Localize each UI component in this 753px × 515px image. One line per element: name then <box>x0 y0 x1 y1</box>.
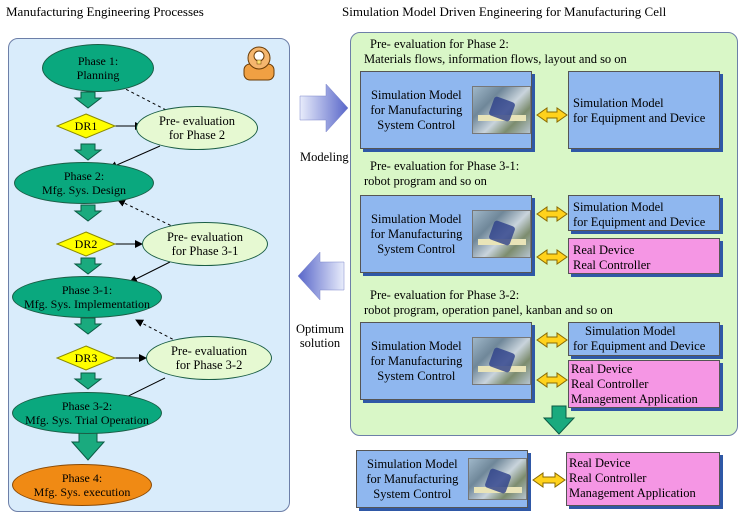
note-phase-3-2-line1: Pre- evaluation for Phase 3-2: <box>370 288 520 302</box>
sim-control-box-3: Simulation Model for Manufacturing Syste… <box>360 322 532 400</box>
note-phase-3-2: Pre- evaluation for Phase 3-2: robot pro… <box>364 288 613 318</box>
phase-3-2-node: Phase 3-2: Mfg. Sys. Trial Operation <box>12 392 162 434</box>
phase-2-label: Phase 2: <box>63 169 105 183</box>
note-phase-3-1-line1: Pre- evaluation for Phase 3-1: <box>370 159 520 173</box>
engineer-icon <box>243 46 275 81</box>
pre-eval-phase-3-2-line1: Pre- evaluation <box>170 344 247 358</box>
sim-equipment-box-3: Simulation Model for Equipment and Devic… <box>568 322 720 356</box>
sim-control-4-line1: Simulation Model <box>367 456 458 471</box>
phase-2-node: Phase 2: Mfg. Sys. Design <box>14 162 154 204</box>
real-device-4: Real Device <box>569 456 631 470</box>
dr3-label: DR3 <box>74 350 98 365</box>
phase-4-node: Phase 4: Mfg. Sys. execution <box>12 464 152 506</box>
factory-thumbnail <box>471 337 531 385</box>
note-phase-2-line1: Pre- evaluation for Phase 2: <box>370 37 509 51</box>
phase-4-name: Mfg. Sys. execution <box>33 485 131 499</box>
sim-equipment-2-line2: for Equipment and Device <box>573 215 706 229</box>
pre-eval-phase-3-2: Pre- evaluation for Phase 3-2 <box>146 336 272 380</box>
sim-control-2-line1: Simulation Model <box>371 211 462 226</box>
management-app-4: Management Application <box>569 486 696 500</box>
real-device-box-3: Real Device Real Controller Management A… <box>568 360 720 408</box>
phase-4-label: Phase 4: <box>61 471 103 485</box>
real-controller-3: Real Controller <box>571 377 649 391</box>
optimum-solution-label: Optimum solution <box>296 322 344 350</box>
optimum-line1: Optimum <box>296 322 344 336</box>
dr2-diamond: DR2 <box>56 231 116 257</box>
sim-control-text-1: Simulation Model for Manufacturing Syste… <box>361 88 472 133</box>
sim-control-3-line2: for Manufacturing <box>370 353 463 368</box>
sim-control-1-line2: for Manufacturing <box>370 102 463 117</box>
sim-control-4-line2: for Manufacturing <box>366 471 459 486</box>
sim-control-1-line3: System Control <box>377 117 456 132</box>
pre-eval-phase-2-line2: for Phase 2 <box>168 128 226 142</box>
sim-equipment-1-line1: Simulation Model <box>573 96 664 110</box>
pre-eval-phase-2: Pre- evaluation for Phase 2 <box>136 106 258 150</box>
real-device-2: Real Device <box>573 243 635 257</box>
modeling-label: Modeling <box>300 150 349 164</box>
note-phase-2: Pre- evaluation for Phase 2: Materials f… <box>364 37 627 67</box>
phase-3-1-label: Phase 3-1: <box>61 283 113 297</box>
factory-thumbnail <box>471 210 531 258</box>
sim-control-box-2: Simulation Model for Manufacturing Syste… <box>360 195 532 273</box>
left-title: Manufacturing Engineering Processes <box>6 4 204 19</box>
sim-control-2-line3: System Control <box>377 241 456 256</box>
sim-control-1-line1: Simulation Model <box>371 87 462 102</box>
sim-control-text-3: Simulation Model for Manufacturing Syste… <box>361 339 472 384</box>
sim-equipment-3-line1: Simulation Model <box>585 324 676 338</box>
real-device-3: Real Device <box>571 362 633 376</box>
pre-eval-phase-3-2-line2: for Phase 3-2 <box>175 358 243 372</box>
pre-eval-phase-3-1: Pre- evaluation for Phase 3-1 <box>142 222 268 266</box>
pre-eval-phase-3-1-line1: Pre- evaluation <box>166 230 243 244</box>
sim-control-3-line1: Simulation Model <box>371 338 462 353</box>
dr3-diamond: DR3 <box>56 345 116 371</box>
pre-eval-phase-2-line1: Pre- evaluation <box>158 114 235 128</box>
phase-2-name: Mfg. Sys. Design <box>41 183 126 197</box>
real-device-box-2: Real Device Real Controller <box>568 238 720 274</box>
sim-control-3-line3: System Control <box>377 368 456 383</box>
phase-1-label: Phase 1: <box>77 54 119 68</box>
sim-equipment-box-1: Simulation Model for Equipment and Devic… <box>568 71 720 149</box>
management-app-3: Management Application <box>571 392 698 406</box>
sim-control-4-line3: System Control <box>373 486 452 501</box>
note-phase-3-2-line2: robot program, operation panel, kanban a… <box>364 303 613 317</box>
factory-thumbnail <box>471 86 531 134</box>
note-phase-2-line2: Materials flows, information flows, layo… <box>364 52 627 66</box>
right-title: Simulation Model Driven Engineering for … <box>342 4 667 19</box>
note-phase-3-1: Pre- evaluation for Phase 3-1: robot pro… <box>364 159 519 189</box>
optimum-line2: solution <box>299 336 341 350</box>
sim-control-2-line2: for Manufacturing <box>370 226 463 241</box>
phase-3-1-name: Mfg. Sys. Implementation <box>24 297 150 311</box>
phase-1-name: Planning <box>76 68 120 82</box>
phase-3-2-name: Mfg. Sys. Trial Operation <box>25 413 149 427</box>
dr1-label: DR1 <box>74 118 98 133</box>
dr1-diamond: DR1 <box>56 113 116 139</box>
real-controller-2: Real Controller <box>573 258 651 272</box>
phase-1-node: Phase 1: Planning <box>42 44 154 92</box>
sim-control-box-4: Simulation Model for Manufacturing Syste… <box>356 450 528 508</box>
sim-equipment-3-line2: for Equipment and Device <box>573 339 706 353</box>
pre-eval-phase-3-1-line2: for Phase 3-1 <box>171 244 239 258</box>
sim-equipment-box-2: Simulation Model for Equipment and Devic… <box>568 195 720 231</box>
phase-3-1-node: Phase 3-1: Mfg. Sys. Implementation <box>12 276 162 318</box>
note-phase-3-1-line2: robot program and so on <box>364 174 487 188</box>
real-device-box-4: Real Device Real Controller Management A… <box>566 452 720 506</box>
sim-control-text-2: Simulation Model for Manufacturing Syste… <box>361 212 472 257</box>
dr2-label: DR2 <box>74 236 98 251</box>
sim-control-text-4: Simulation Model for Manufacturing Syste… <box>357 457 468 502</box>
factory-thumbnail <box>467 458 527 500</box>
sim-equipment-2-line1: Simulation Model <box>573 200 664 214</box>
sim-control-box-1: Simulation Model for Manufacturing Syste… <box>360 71 532 149</box>
phase-3-2-label: Phase 3-2: <box>61 399 113 413</box>
sim-equipment-1-line2: for Equipment and Device <box>573 111 706 125</box>
real-controller-4: Real Controller <box>569 471 647 485</box>
